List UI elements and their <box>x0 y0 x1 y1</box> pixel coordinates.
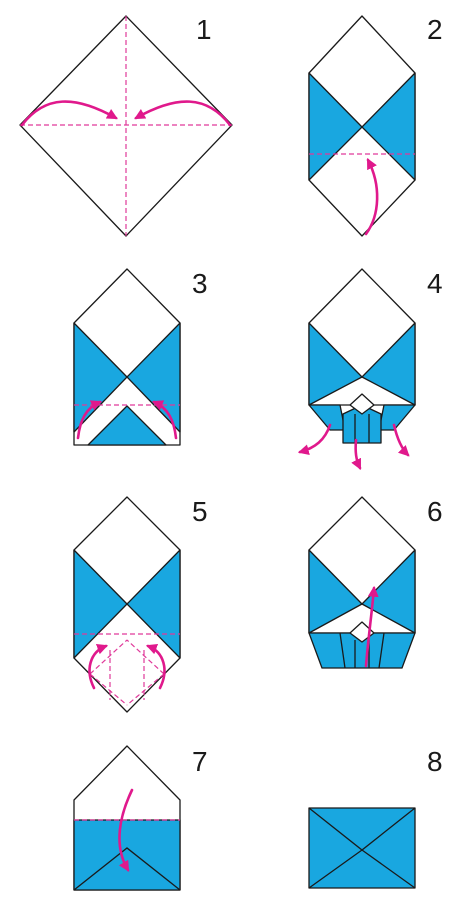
step-number-4: 4 <box>427 268 443 299</box>
step-number-3: 3 <box>192 268 208 299</box>
step-6-figure <box>308 496 416 669</box>
step-7-figure <box>73 745 181 891</box>
step-number-8: 8 <box>427 746 443 777</box>
step-number-1: 1 <box>196 14 212 45</box>
step-1-figure <box>19 15 233 237</box>
step-number-6: 6 <box>427 496 443 527</box>
step-2-figure <box>308 15 416 237</box>
step-3-figure <box>73 268 181 446</box>
step-number-7: 7 <box>192 746 208 777</box>
step-4-figure <box>297 268 416 470</box>
step-8-figure <box>308 807 416 889</box>
step-5-figure <box>73 496 181 713</box>
step-number-5: 5 <box>192 496 208 527</box>
step-number-2: 2 <box>427 14 443 45</box>
